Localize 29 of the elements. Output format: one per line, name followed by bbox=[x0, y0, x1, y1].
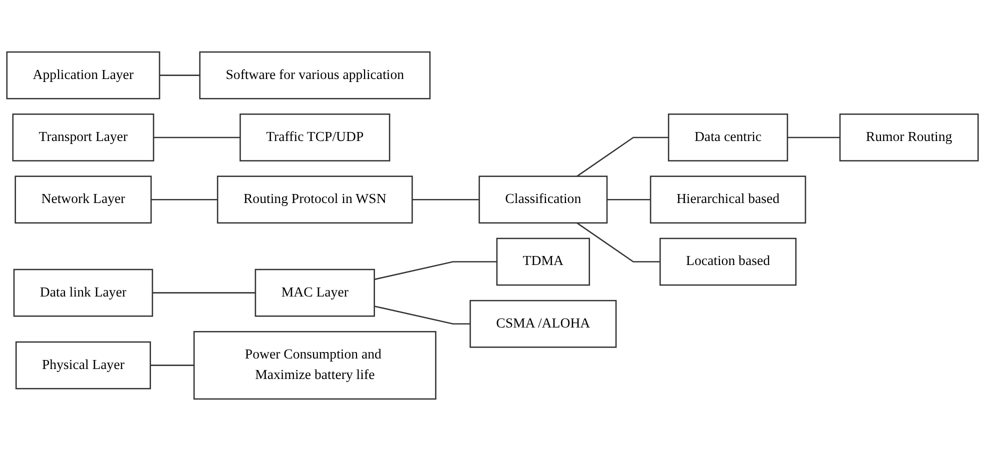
node-box: Software for various application bbox=[199, 51, 431, 100]
node-box: Hierarchical based bbox=[650, 176, 806, 224]
connector bbox=[160, 74, 200, 76]
node-box: Routing Protocol in WSN bbox=[216, 176, 413, 224]
node-box: TDMA bbox=[496, 238, 590, 286]
node-box: CSMA /ALOHA bbox=[470, 300, 617, 348]
node-box: Network Layer bbox=[14, 176, 152, 224]
node-box: Data link Layer bbox=[13, 268, 154, 317]
connector bbox=[576, 136, 669, 177]
node-box: Classification bbox=[478, 176, 608, 224]
connector bbox=[576, 222, 660, 262]
node-box: MAC Layer bbox=[254, 268, 375, 317]
node-box: Application Layer bbox=[6, 51, 160, 100]
connector bbox=[374, 306, 470, 325]
connector bbox=[154, 136, 240, 138]
node-box: Rumor Routing bbox=[839, 114, 979, 162]
node-box: Traffic TCP/UDP bbox=[240, 114, 390, 162]
connector bbox=[787, 136, 840, 138]
connector bbox=[152, 292, 256, 294]
connector bbox=[150, 364, 194, 366]
connector bbox=[412, 198, 480, 200]
node-box: Data centric bbox=[668, 114, 788, 162]
node-box: Location based bbox=[659, 238, 797, 286]
node-box: Physical Layer bbox=[15, 341, 151, 390]
connector bbox=[151, 198, 218, 200]
node-box: Transport Layer bbox=[12, 114, 154, 162]
connector bbox=[374, 261, 497, 280]
connector bbox=[607, 198, 651, 200]
node-box: Power Consumption and Maximize battery life bbox=[193, 331, 436, 400]
